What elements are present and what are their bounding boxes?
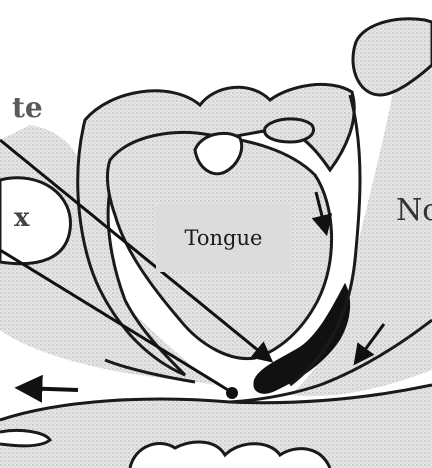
arrow-left-out: [20, 388, 78, 390]
tongue-label-box: Tongue: [156, 204, 291, 272]
small-dot: [226, 387, 238, 399]
upper-small-loop: [265, 119, 314, 142]
label-fragment-right: No: [396, 196, 432, 226]
label-fragment-left-mid: x: [14, 205, 30, 231]
label-fragment-left-top: te: [12, 94, 43, 122]
tongue-label: Tongue: [185, 226, 263, 250]
